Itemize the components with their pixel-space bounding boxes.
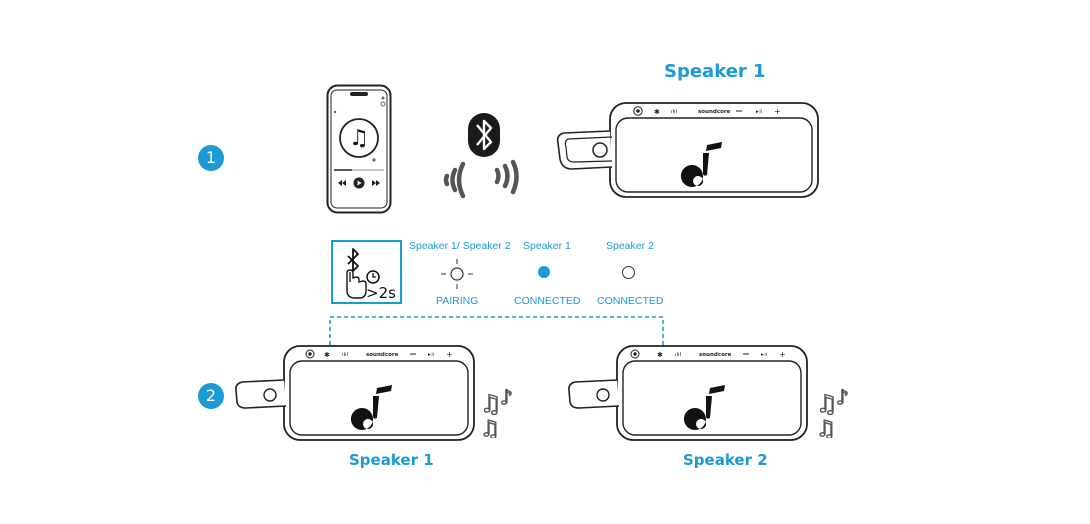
music-notes-icon: ♫ ♪ ♫ [478, 386, 526, 438]
svg-text:♫: ♫ [816, 390, 838, 418]
svg-text:♪: ♪ [500, 386, 513, 409]
sound-wave-icon [443, 159, 519, 199]
svg-text:soundcore: soundcore [698, 109, 731, 115]
speaker-2-bottom: ✱ ılıl soundcore ▸॥ + [565, 344, 811, 442]
svg-text:soundcore: soundcore [699, 352, 732, 358]
indicator-1-header: Speaker 1/ Speaker 2 [409, 240, 511, 252]
pairing-flash-icon [439, 257, 475, 291]
bottom-right-title: Speaker 2 [683, 451, 768, 469]
speaker-1-bottom: ✱ ılıl soundcore ▸॥ + [232, 344, 478, 442]
bluetooth-icon [434, 110, 534, 202]
step-2-badge: 2 [198, 383, 224, 409]
svg-text:✱: ✱ [324, 351, 330, 359]
svg-text:♪: ♪ [836, 386, 849, 409]
svg-text:▸॥: ▸॥ [761, 352, 767, 358]
svg-text:♫: ♫ [480, 390, 502, 418]
indicator-3-header: Speaker 2 [606, 240, 654, 252]
svg-text:ılıl: ılıl [342, 352, 349, 358]
speaker-1-top: ✱ ılıl soundcore ▸॥ + [554, 101, 820, 199]
svg-text:♫: ♫ [349, 126, 369, 151]
svg-text:▸॥: ▸॥ [756, 109, 762, 115]
svg-text:soundcore: soundcore [366, 352, 399, 358]
indicator-3-status: CONNECTED [597, 295, 664, 307]
bluetooth-button-press-icon: >2s [331, 240, 402, 304]
svg-text:✱: ✱ [657, 351, 663, 359]
step-1-badge: 1 [198, 145, 224, 171]
top-speaker-title: Speaker 1 [664, 61, 766, 82]
clock-icon [366, 270, 380, 284]
svg-text:♫: ♫ [480, 417, 500, 438]
speaker-bt-button: ✱ [654, 108, 660, 116]
svg-text:ılıl: ılıl [671, 109, 678, 115]
connected-white-light-icon [622, 266, 635, 279]
indicator-1-status: PAIRING [436, 295, 479, 307]
svg-text:ılıl: ılıl [675, 352, 682, 358]
svg-text:♫: ♫ [816, 417, 836, 438]
music-notes-icon: ♫ ♪ ♫ [814, 386, 862, 438]
bottom-left-title: Speaker 1 [349, 451, 434, 469]
svg-text:+: + [779, 350, 786, 359]
phone-music-icon: ♫ [326, 84, 392, 214]
svg-text:+: + [774, 107, 781, 116]
svg-text:+: + [446, 350, 453, 359]
connected-blue-light-icon [538, 266, 550, 278]
svg-text:▸॥: ▸॥ [428, 352, 434, 358]
indicator-2-header: Speaker 1 [523, 240, 571, 252]
hold-time-label: >2s [366, 284, 396, 302]
indicator-2-status: CONNECTED [514, 295, 581, 307]
